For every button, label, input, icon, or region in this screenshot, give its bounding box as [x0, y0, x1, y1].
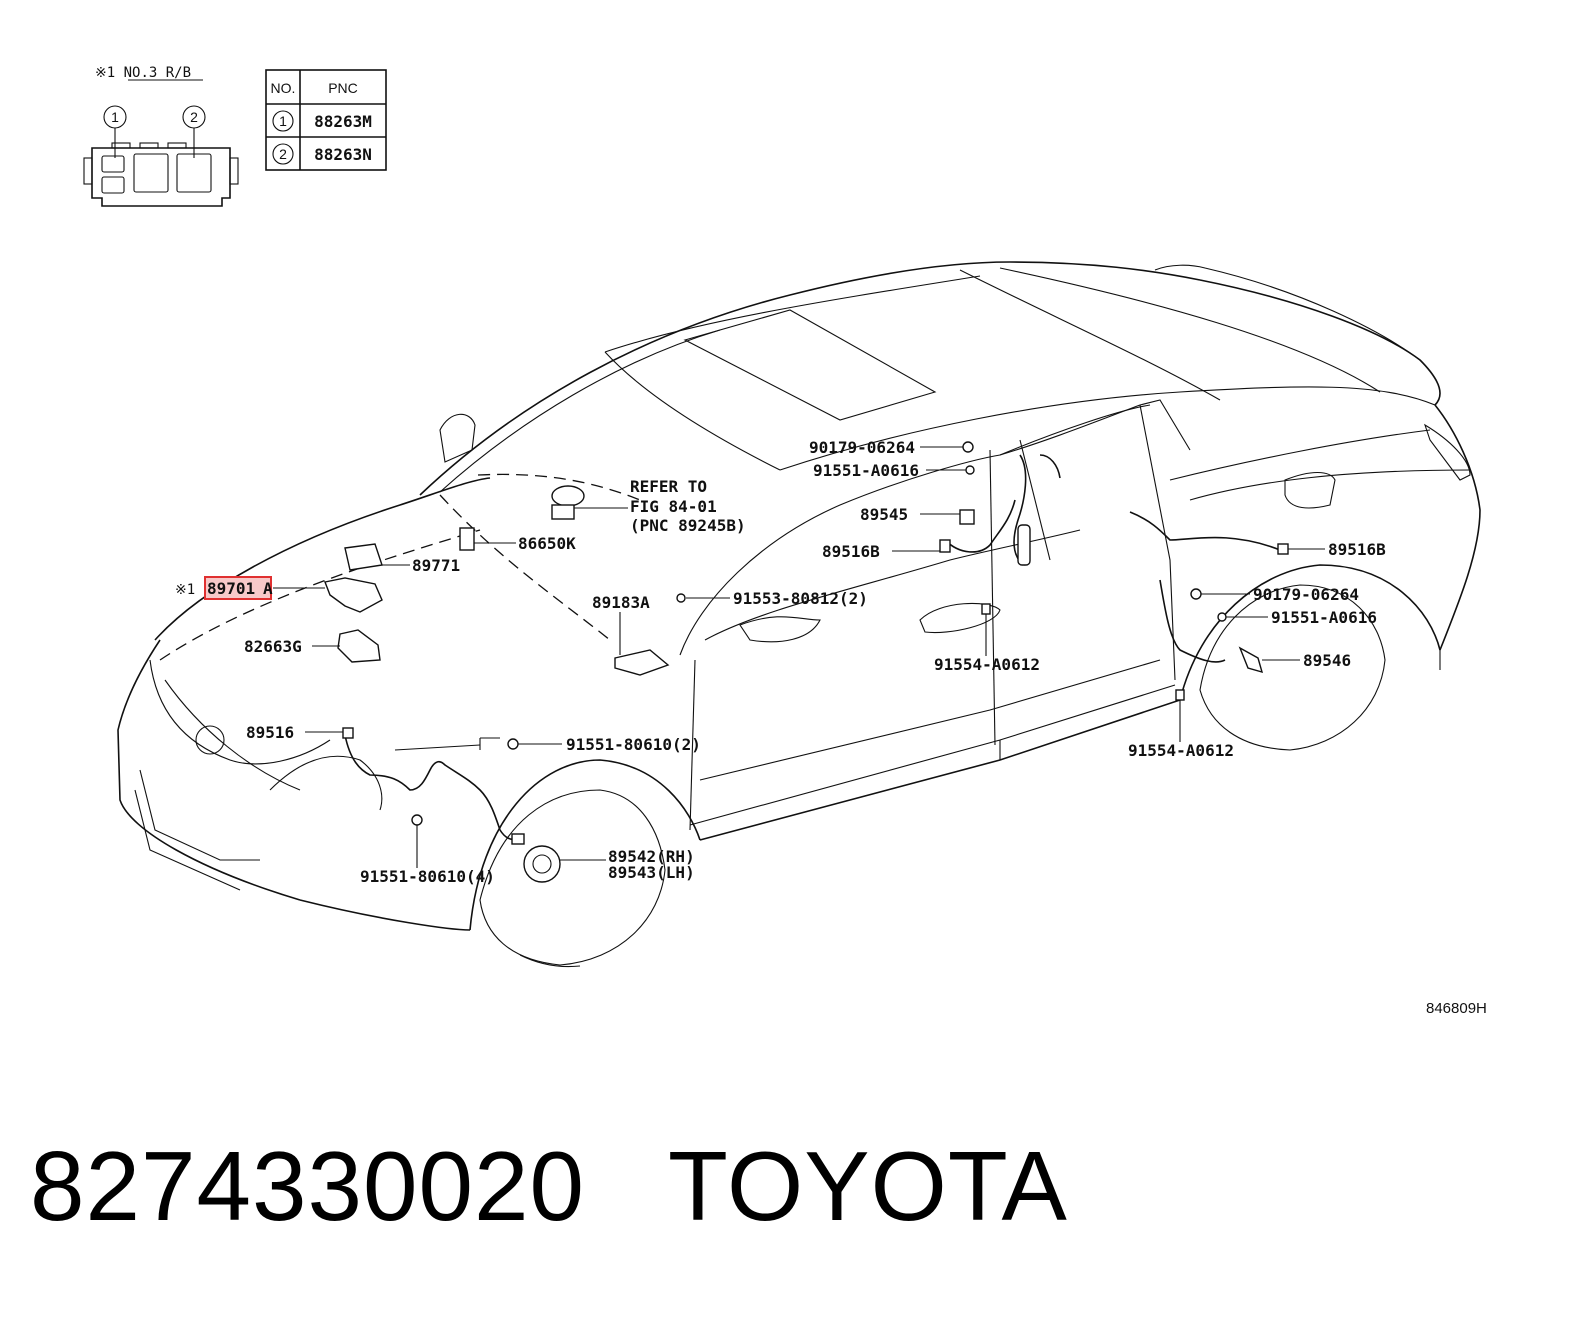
- label-91553: 91553-80812(2): [733, 589, 868, 608]
- sensor-part-89546: [1238, 646, 1264, 674]
- label-91554-a: 91554-A0612: [934, 655, 1040, 674]
- label-91551-80610-4: 91551-80610(4): [360, 867, 495, 886]
- inset-title: ※1 NO.3 R/B: [95, 65, 191, 81]
- label-89543: 89543(LH): [608, 863, 695, 882]
- car-illustration: [117, 261, 1481, 968]
- table-row-no: 2: [279, 146, 287, 162]
- bolt-icon: [507, 738, 519, 750]
- connector-89516b-rear: [1277, 543, 1289, 555]
- ecu-part-89183a: [614, 649, 670, 676]
- table-row-pnc: 88263M: [314, 112, 372, 131]
- connector-89516b: [939, 539, 951, 553]
- label-91551-80610-2: 91551-80610(2): [566, 735, 701, 754]
- clip-icon: [962, 441, 974, 453]
- bolt-icon: [981, 603, 991, 615]
- label-91551-a0616-b: 91551-A0616: [1271, 608, 1377, 627]
- label-91551-a0616-a: 91551-A0616: [813, 461, 919, 480]
- label-mark-x1: ※1: [175, 582, 195, 598]
- connector-number-1: 1: [111, 109, 119, 125]
- diagram-code: 846809H: [1426, 1000, 1487, 1017]
- part-89701a: [324, 577, 383, 613]
- speed-sensor-89542: [523, 845, 561, 883]
- label-89516b-b: 89516B: [1328, 540, 1386, 559]
- part-89771: [344, 543, 383, 571]
- caption: 8274330020 TOYOTA: [30, 1130, 1068, 1243]
- bolt-icon: [1217, 612, 1227, 622]
- label-89546: 89546: [1303, 651, 1351, 670]
- caption-part-number: 8274330020: [30, 1131, 586, 1241]
- component-shapes: [324, 441, 1289, 883]
- label-90179-b: 90179-06264: [1253, 585, 1359, 604]
- label-91554-b: 91554-A0612: [1128, 741, 1234, 760]
- caption-brand: TOYOTA: [667, 1131, 1068, 1241]
- label-89701-suffix: A: [263, 579, 273, 598]
- relay-block-inset: ※1 NO.3 R/B 1 2: [83, 65, 239, 207]
- highlight-box: [204, 576, 272, 600]
- label-82663g: 82663G: [244, 637, 302, 656]
- refer-note-line1: REFER TO: [630, 477, 707, 496]
- label-89516b-a: 89516B: [822, 542, 880, 561]
- table-header-pnc: PNC: [328, 80, 358, 96]
- table-header-no: NO.: [271, 80, 296, 96]
- refer-note-line2: FIG 84-01: [630, 497, 717, 516]
- bolt-icon: [676, 593, 686, 603]
- relay-part-86650k: [459, 527, 475, 551]
- pnc-table: NO. PNC 1 88263M 2 88263N: [265, 69, 387, 171]
- label-89701: 89701: [207, 579, 255, 598]
- table-row-no: 1: [279, 113, 287, 129]
- label-89545: 89545: [860, 505, 908, 524]
- spiral-cable-part: [551, 485, 585, 507]
- leader-lines: [273, 446, 1325, 868]
- harness-wiring: [344, 454, 1281, 841]
- label-89771: 89771: [412, 556, 460, 575]
- bolt-icon: [411, 814, 423, 826]
- table-row-pnc: 88263N: [314, 145, 372, 164]
- clip-icon: [1190, 588, 1202, 600]
- bolt-icon: [965, 465, 975, 475]
- label-90179-a: 90179-06264: [809, 438, 915, 457]
- refer-note-line3: (PNC 89245B): [630, 516, 746, 535]
- label-89183a: 89183A: [592, 593, 650, 612]
- bolt-icon: [1175, 689, 1185, 701]
- sensor-part-89545: [959, 509, 975, 525]
- part-82663g: [337, 629, 381, 663]
- label-89542: 89542(RH): [608, 847, 695, 866]
- label-86650k: 86650K: [518, 534, 576, 553]
- connector-number-2: 2: [190, 109, 198, 125]
- callout-labels: REFER TO FIG 84-01 (PNC 89245B) 86650K 8…: [175, 438, 1386, 886]
- sensor-part-89516: [342, 727, 354, 739]
- label-89516: 89516: [246, 723, 294, 742]
